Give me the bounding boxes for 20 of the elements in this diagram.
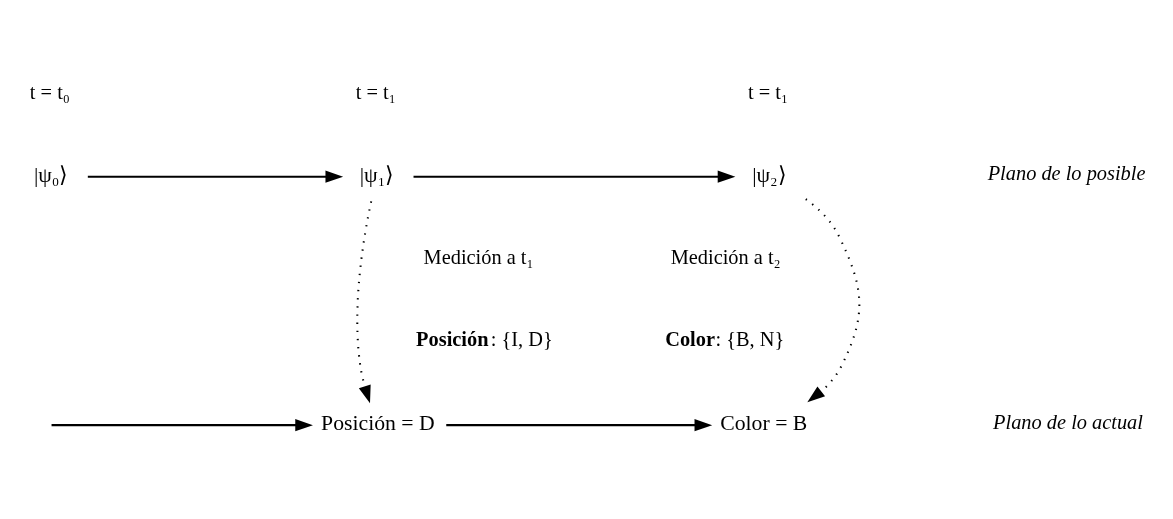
node-text: |ψ₀⟩ xyxy=(33,162,69,187)
label: Plano de lo posible xyxy=(987,162,1146,185)
label: Color: {B, N} xyxy=(665,327,785,350)
node-text: |ψ₂⟩ xyxy=(752,162,787,187)
arrow xyxy=(87,170,344,183)
node-text: Posición = D xyxy=(321,411,435,436)
arrow xyxy=(805,198,861,403)
arrow xyxy=(356,201,373,404)
arrow xyxy=(446,418,713,432)
label: Plano de lo actual xyxy=(993,410,1143,433)
label: t = t₁ xyxy=(748,80,789,103)
label: Medición a t₁ xyxy=(423,246,534,269)
label: t = t₁ xyxy=(355,80,396,103)
label: Posición: {I, D} xyxy=(416,327,553,350)
arrow xyxy=(413,170,736,183)
arrow xyxy=(51,418,313,432)
node-text: Color = B xyxy=(720,411,808,436)
label: t = t₀ xyxy=(29,80,70,103)
label: Medición a t₂ xyxy=(670,246,781,269)
node-text: |ψ₁⟩ xyxy=(359,162,395,187)
